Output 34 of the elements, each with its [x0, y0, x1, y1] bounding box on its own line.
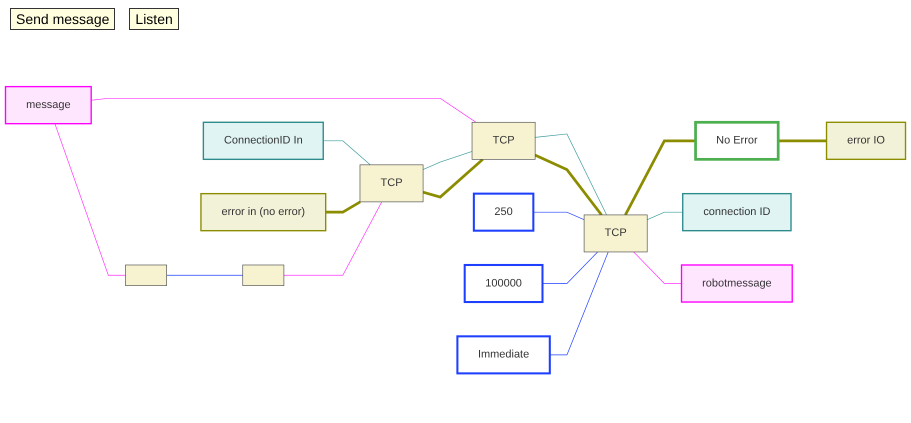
connector — [54, 123, 126, 276]
node-box: Immediate — [456, 335, 551, 374]
free-label: Send message — [10, 8, 116, 30]
node-box: message — [4, 86, 92, 124]
connector — [166, 274, 244, 276]
node-box: No Error — [694, 120, 780, 161]
node-box: TCP — [360, 164, 424, 202]
node-box: 100000 — [464, 264, 544, 304]
node-box: error in (no error) — [200, 192, 326, 232]
node-box: connection ID — [682, 192, 792, 232]
node-box: TCP — [584, 214, 648, 252]
connector — [633, 252, 682, 284]
connector — [322, 140, 371, 166]
node-box — [125, 264, 167, 286]
node-box: 250 — [472, 192, 534, 232]
connector — [646, 212, 684, 220]
connector — [534, 154, 603, 216]
connector — [90, 98, 476, 123]
connector — [422, 151, 472, 170]
connector — [624, 139, 696, 216]
connector — [549, 252, 609, 356]
node-box — [242, 264, 284, 286]
node-box: ConnectionID In — [202, 122, 324, 160]
free-label: Listen — [129, 8, 179, 30]
node-box: TCP — [472, 122, 536, 160]
connector — [533, 212, 584, 220]
node-box: robotmessage — [680, 264, 793, 303]
connector — [422, 158, 484, 199]
connector — [778, 139, 827, 142]
node-box: error IO — [826, 122, 906, 160]
connector — [326, 200, 361, 214]
connector — [284, 202, 382, 276]
connector — [542, 252, 598, 284]
connector — [534, 134, 607, 216]
